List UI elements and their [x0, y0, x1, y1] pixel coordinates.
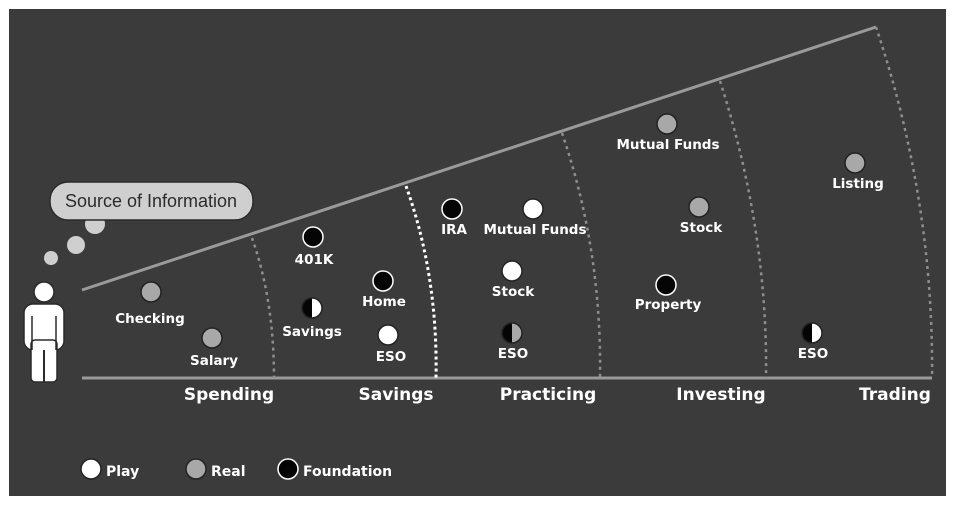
item-label: Stock: [492, 284, 535, 300]
thought-dot-small: [44, 251, 58, 265]
marker-foundation-icon: [372, 270, 394, 292]
item-label: Mutual Funds: [616, 137, 719, 153]
item-label: Checking: [115, 311, 185, 327]
item-stock-investing: Stock: [680, 196, 723, 236]
upper-boundary-line: [81, 25, 877, 292]
stage-label-savings: Savings: [358, 385, 433, 405]
stage-label-trading: Trading: [859, 385, 931, 405]
legend-item-real: Real: [185, 458, 246, 480]
item-stock-practicing: Stock: [492, 260, 535, 300]
thought-bubble-box: [49, 181, 254, 221]
item-label: ESO: [798, 346, 828, 362]
item-checking: Checking: [115, 281, 185, 327]
legend-real-icon: [185, 458, 207, 480]
marker-half-icon: [501, 322, 523, 344]
marker-real-icon: [688, 196, 710, 218]
item-mutual-funds-practicing: Mutual Funds: [483, 198, 587, 238]
marker-half-icon: [301, 297, 323, 319]
item-eso-practicing: ESO: [498, 322, 528, 362]
item-label: 401K: [295, 252, 334, 268]
item-eso-savings: ESO: [376, 324, 406, 365]
stage-divider-practicing-investing: [560, 132, 602, 379]
legend-item-play: Play: [80, 458, 139, 480]
marker-real-icon: [844, 152, 866, 174]
marker-foundation-icon: [302, 226, 324, 248]
item-label: Listing: [832, 176, 884, 192]
stage-label-spending: Spending: [184, 385, 274, 405]
item-label: ESO: [376, 349, 406, 365]
item-property: Property: [635, 274, 702, 313]
legend: Play Real Foundation: [80, 458, 392, 480]
legend-label: Real: [211, 464, 246, 480]
item-label: IRA: [441, 222, 467, 238]
item-label: Stock: [680, 220, 723, 236]
item-401k: 401K: [295, 226, 334, 268]
item-label: Property: [635, 297, 702, 313]
thought-bubble-text: Source of Information: [65, 191, 237, 211]
item-ira: IRA: [441, 198, 467, 238]
marker-real-icon: [656, 113, 678, 135]
item-label: Salary: [190, 353, 238, 369]
item-label: Mutual Funds: [483, 222, 586, 238]
item-label: ESO: [498, 346, 528, 362]
stage-divider-savings-practicing: [404, 185, 438, 379]
marker-foundation-icon: [655, 274, 677, 296]
legend-label: Foundation: [303, 464, 392, 480]
item-eso-trading: ESO: [798, 322, 828, 362]
marker-play-icon: [522, 198, 544, 220]
stage-divider-spending-savings: [250, 237, 276, 379]
marker-play-icon: [501, 260, 523, 282]
legend-label: Play: [106, 464, 139, 480]
stage-label-investing: Investing: [676, 385, 765, 405]
marker-foundation-icon: [441, 198, 463, 220]
legend-item-foundation: Foundation: [277, 458, 392, 480]
person-icon: [23, 281, 65, 383]
marker-real-icon: [140, 281, 162, 303]
thought-bubble: Source of Information: [44, 181, 254, 265]
item-salary: Salary: [190, 327, 238, 369]
stage-label-practicing: Practicing: [500, 385, 597, 405]
item-mutual-funds-investing: Mutual Funds: [616, 113, 720, 153]
diagram-background: [9, 9, 946, 496]
stage-divider-trading-end: [874, 26, 934, 379]
marker-real-icon: [201, 327, 223, 349]
item-label: Savings: [282, 324, 342, 340]
legend-foundation-icon: [277, 458, 299, 480]
marker-play-icon: [377, 324, 399, 346]
marker-half-icon: [801, 322, 823, 344]
item-label: Home: [362, 294, 406, 310]
item-listing: Listing: [832, 152, 884, 192]
item-home: Home: [362, 270, 406, 310]
legend-play-icon: [80, 458, 102, 480]
thought-dot-medium: [67, 236, 85, 254]
item-savings: Savings: [282, 297, 342, 340]
